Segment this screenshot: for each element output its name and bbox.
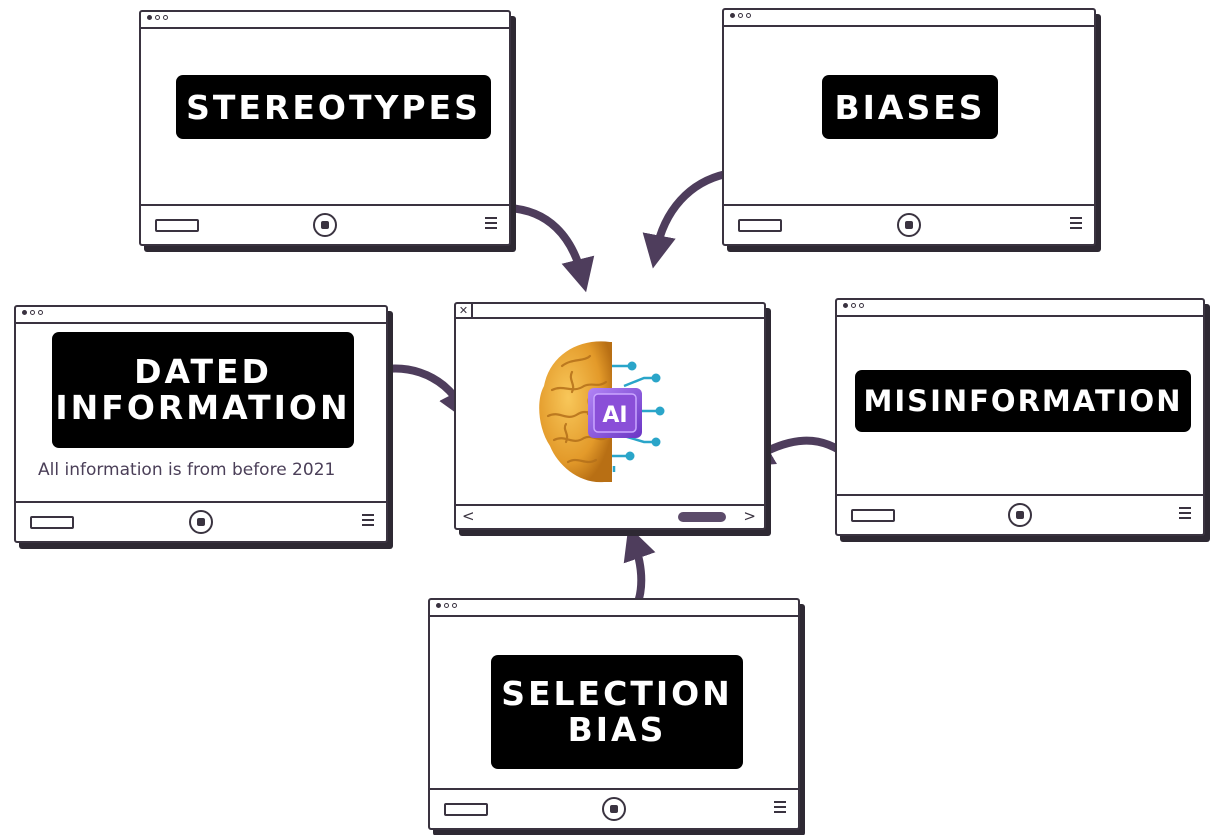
dated-information-note: All information is from before 2021 [38, 460, 336, 480]
chevron-right-icon[interactable]: > [743, 507, 756, 525]
window-titlebar [837, 300, 1203, 317]
traffic-dots-icon[interactable] [843, 303, 864, 308]
menu-icon[interactable] [485, 217, 497, 232]
biases-label: BIASES [822, 75, 998, 139]
selection-bias-line1: SELECTION [501, 674, 733, 713]
pill-icon[interactable] [851, 509, 895, 522]
pill-icon[interactable] [444, 803, 488, 816]
window-titlebar: ✕ [456, 304, 764, 319]
stop-icon[interactable] [897, 213, 921, 237]
pill-icon[interactable] [30, 516, 74, 529]
window-titlebar [16, 307, 386, 324]
menu-icon[interactable] [774, 801, 786, 816]
traffic-dots-icon[interactable] [147, 15, 168, 20]
menu-icon[interactable] [1070, 217, 1082, 232]
pill-icon[interactable] [738, 219, 782, 232]
ai-window: ✕ [454, 302, 766, 530]
stop-icon[interactable] [1008, 503, 1032, 527]
window-bottombar [430, 788, 798, 828]
ai-badge: AI [602, 403, 627, 428]
stop-icon[interactable] [189, 510, 213, 534]
window-titlebar [141, 12, 509, 29]
window-titlebar [430, 600, 798, 617]
brain-ai-icon: AI [539, 341, 665, 483]
arrow-biases-to-ai [642, 170, 730, 269]
dated-information-line2: INFORMATION [55, 388, 351, 427]
chevron-left-icon[interactable]: < [462, 507, 475, 525]
close-icon[interactable]: ✕ [456, 304, 473, 317]
pill-icon[interactable] [155, 219, 199, 232]
dated-information-line1: DATED [134, 352, 272, 391]
scrollbar-thumb[interactable] [678, 512, 726, 522]
window-bottombar [724, 204, 1094, 244]
misinformation-label: MISINFORMATION [855, 370, 1191, 432]
dated-information-label: DATED INFORMATION [52, 332, 354, 448]
window-titlebar [724, 10, 1094, 27]
menu-icon[interactable] [1179, 507, 1191, 522]
arrow-stereotypes-to-ai [504, 204, 595, 293]
window-bottombar [837, 494, 1203, 534]
traffic-dots-icon[interactable] [22, 310, 43, 315]
selection-bias-line2: BIAS [567, 710, 667, 749]
ai-window-navbar: < > [456, 504, 764, 528]
stop-icon[interactable] [313, 213, 337, 237]
stereotypes-label: STEREOTYPES [176, 75, 491, 139]
menu-icon[interactable] [362, 514, 374, 529]
window-bottombar [141, 204, 509, 244]
traffic-dots-icon[interactable] [730, 13, 751, 18]
selection-bias-label: SELECTION BIAS [491, 655, 743, 769]
traffic-dots-icon[interactable] [436, 603, 457, 608]
stop-icon[interactable] [602, 797, 626, 821]
window-bottombar [16, 501, 386, 541]
